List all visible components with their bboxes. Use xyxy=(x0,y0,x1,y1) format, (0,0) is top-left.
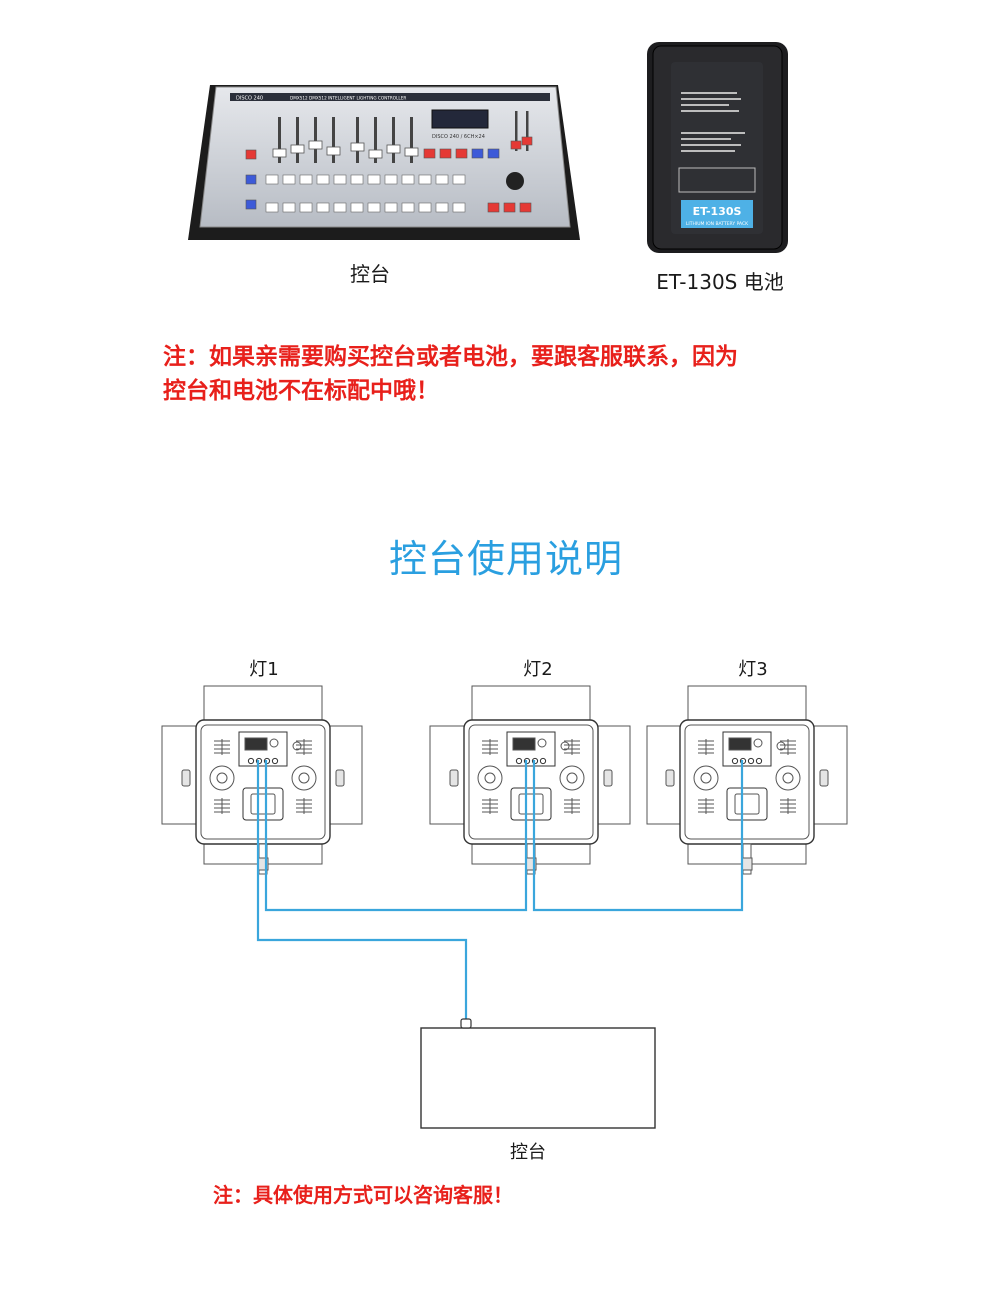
console-button xyxy=(384,174,398,185)
battery-caption: ET-130S 电池 xyxy=(656,270,784,294)
console-button xyxy=(299,174,313,185)
console-display-text: DISCO 240 / 6CH×24 xyxy=(432,134,485,140)
controller-dmx-port xyxy=(460,1018,472,1029)
consult-note: 注：具体使用方式可以咨询客服！ xyxy=(213,1183,513,1207)
console-button xyxy=(367,202,381,213)
lamp-3-drawing xyxy=(646,685,848,875)
console-button xyxy=(316,174,330,185)
console-button xyxy=(401,202,415,213)
lamp-1-label: 灯1 xyxy=(249,659,279,680)
console-button xyxy=(282,174,296,185)
battery-model-label: ET-130S xyxy=(693,205,742,218)
console-button xyxy=(350,174,364,185)
console-caption: 控台 xyxy=(350,262,390,286)
lamp-3-label: 灯3 xyxy=(738,659,768,680)
console-button xyxy=(367,174,381,185)
section-title: 控台使用说明 xyxy=(388,537,623,581)
console-button xyxy=(265,202,279,213)
battery-image: ET-130S LITHIUM ION BATTERY PACK xyxy=(647,42,788,253)
cable-lamp1-to-lamp2 xyxy=(264,760,528,912)
console-button xyxy=(282,202,296,213)
console-button xyxy=(418,174,432,185)
lamp-2-label: 灯2 xyxy=(523,659,553,680)
dmx-console-image: DISCO 240 DMX512 DMX512 INTELLIGENT LIGH… xyxy=(188,85,580,240)
purchase-note-line1: 注：如果亲需要购买控台或者电池，要跟客服联系，因为 xyxy=(163,344,738,370)
battery-pack-label: LITHIUM ION BATTERY PACK xyxy=(686,221,749,227)
console-button xyxy=(418,202,432,213)
purchase-note-line2: 控台和电池不在标配中哦！ xyxy=(163,378,439,404)
console-button xyxy=(435,174,449,185)
console-button xyxy=(316,202,330,213)
console-button xyxy=(401,174,415,185)
cable-lamp2-to-lamp3 xyxy=(532,760,744,912)
console-button xyxy=(452,174,466,185)
console-brand: DISCO 240 xyxy=(236,96,263,102)
lamp-2-drawing xyxy=(429,685,631,875)
console-button xyxy=(333,202,347,213)
console-button xyxy=(265,174,279,185)
console-button xyxy=(452,202,466,213)
controller-label: 控台 xyxy=(510,1142,546,1163)
console-button xyxy=(435,202,449,213)
cable-lamp1-to-console xyxy=(256,760,468,1028)
console-button xyxy=(299,202,313,213)
console-subtitle: DMX512 DMX512 INTELLIGENT LIGHTING CONTR… xyxy=(290,96,406,101)
dmx-cables xyxy=(256,760,744,1028)
console-button xyxy=(384,202,398,213)
lamp-1-drawing xyxy=(161,685,363,875)
wiring-diagram xyxy=(161,685,848,1129)
console-button xyxy=(333,174,347,185)
controller-box xyxy=(420,1027,656,1129)
purchase-note: 注：如果亲需要购买控台或者电池，要跟客服联系，因为 控台和电池不在标配中哦！ xyxy=(163,340,883,408)
console-button xyxy=(350,202,364,213)
